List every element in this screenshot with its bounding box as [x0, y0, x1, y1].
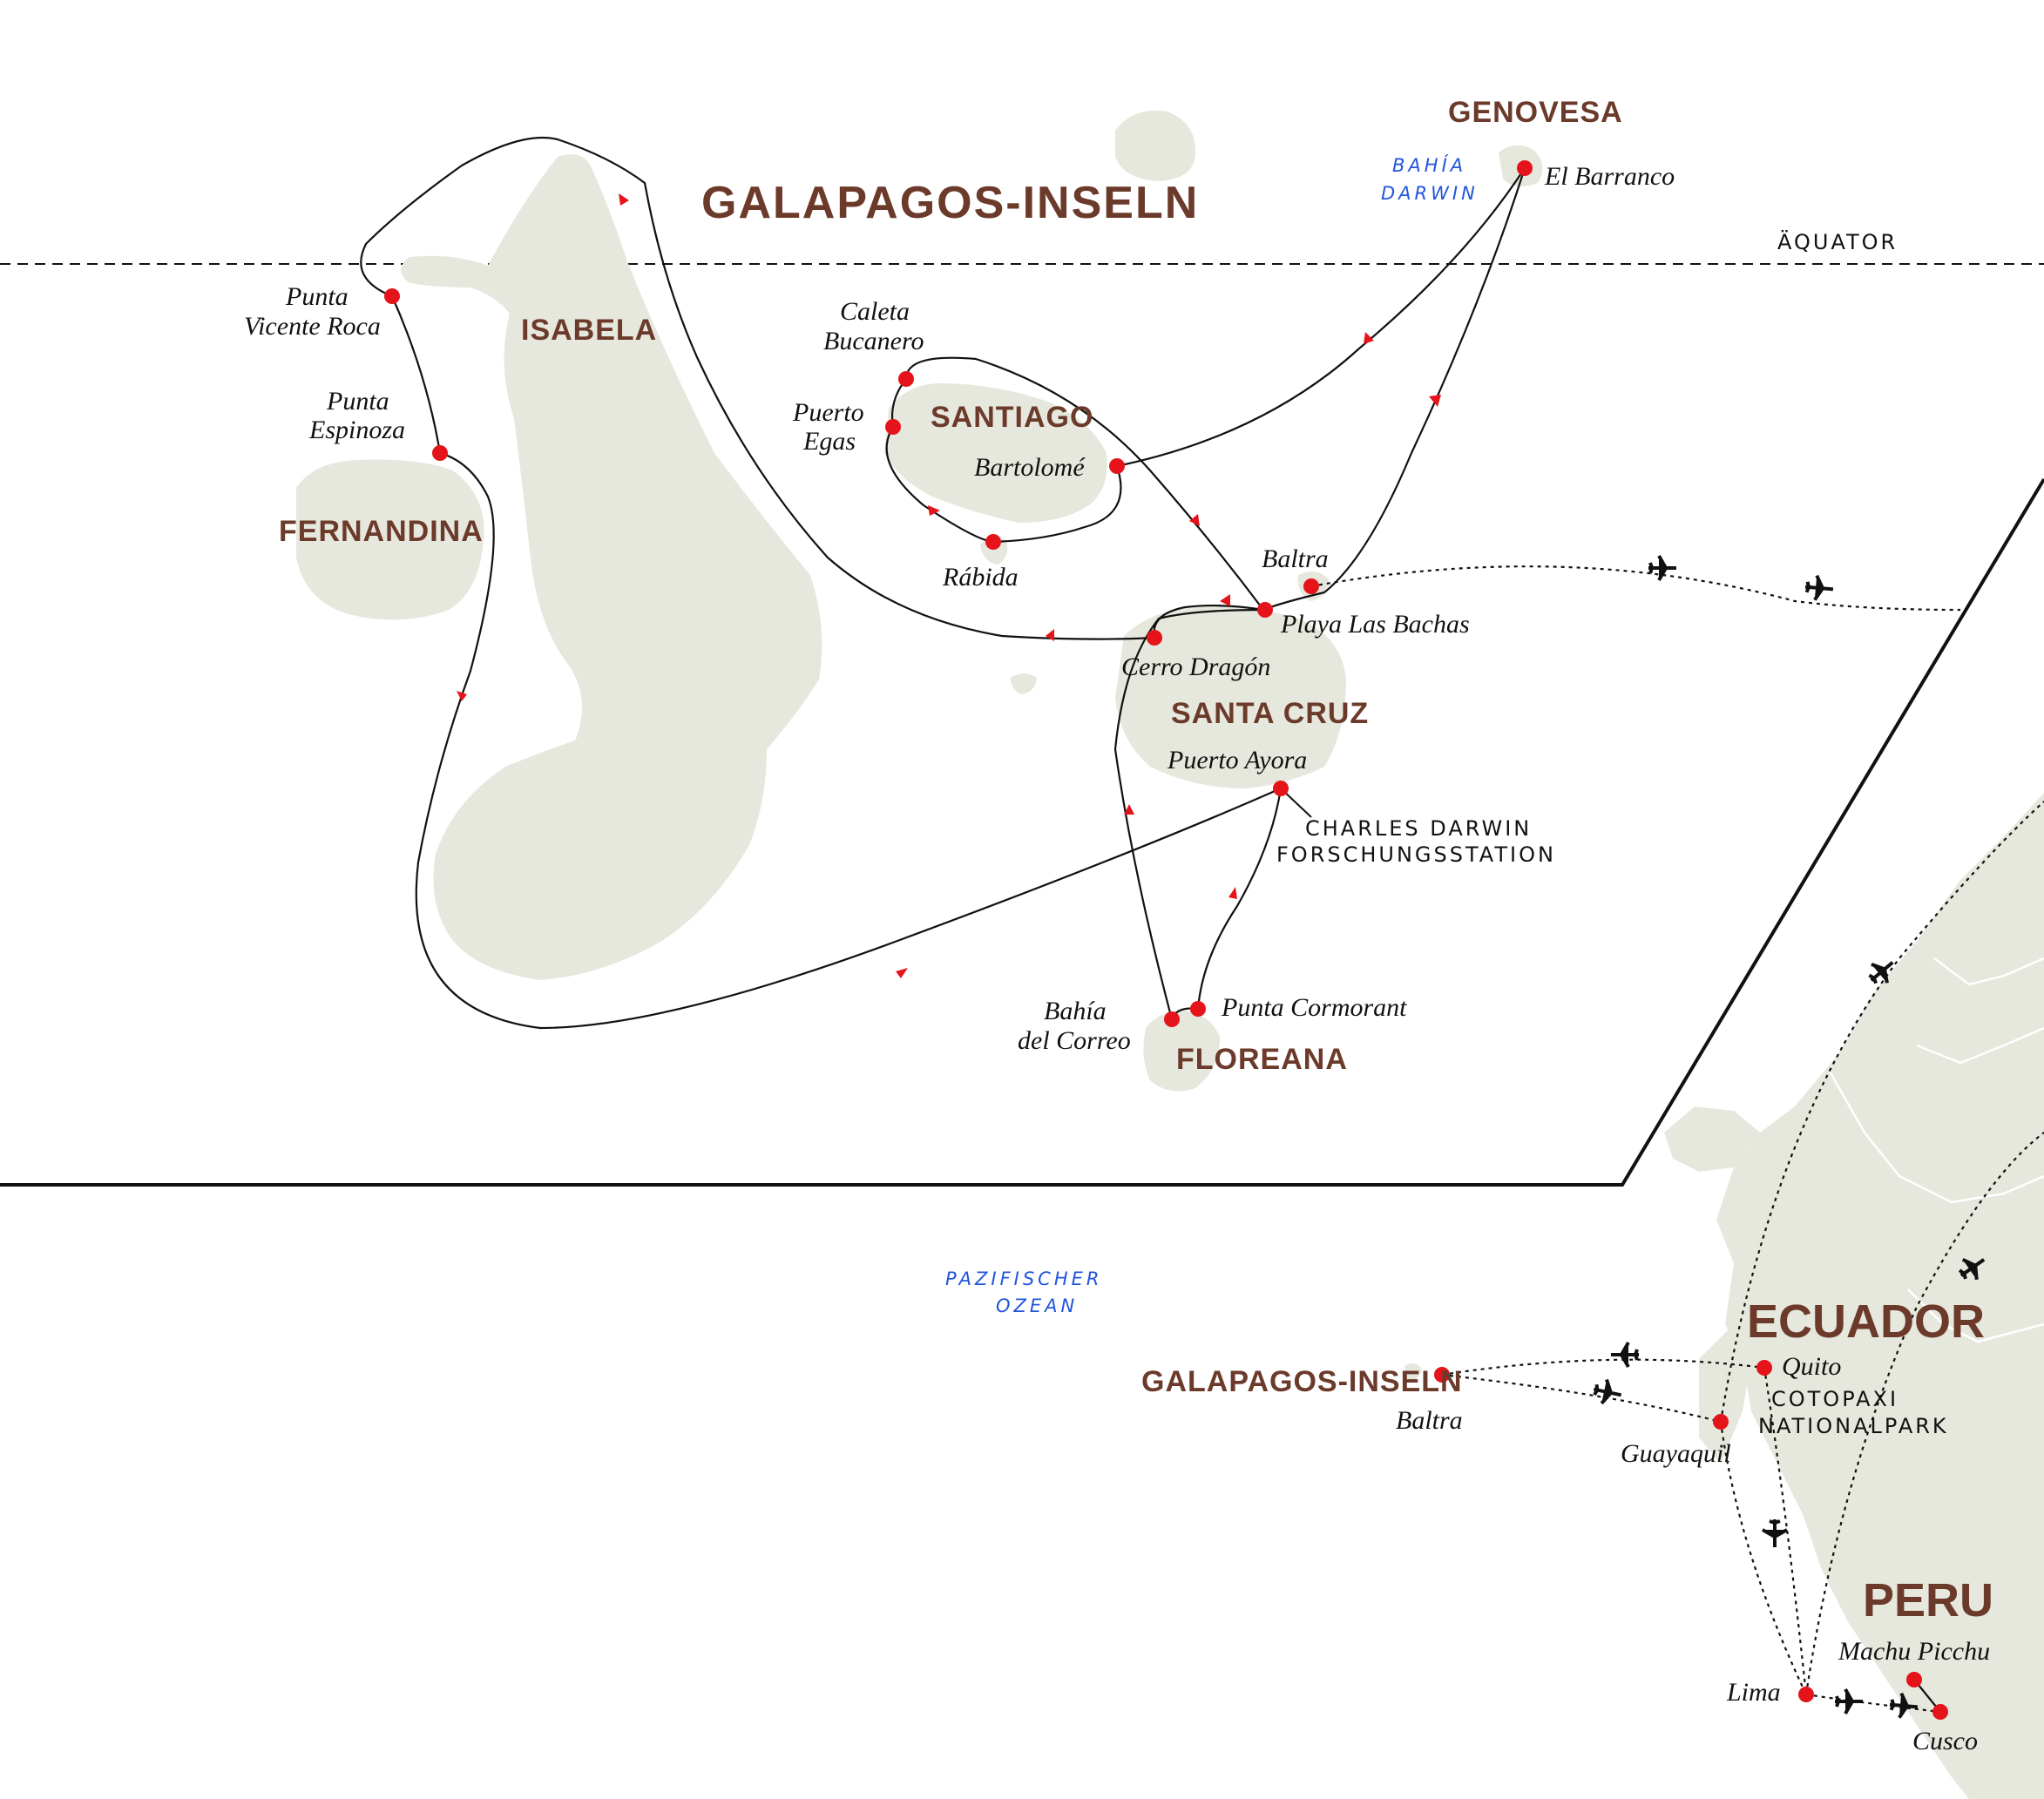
stop-punta-vicente-roca	[384, 288, 400, 304]
stop-quito	[1756, 1360, 1772, 1376]
western-islet	[1011, 673, 1037, 694]
stop-el-barranco	[1517, 160, 1533, 176]
plane-icon	[1611, 1342, 1639, 1368]
stop-machu-picchu	[1906, 1672, 1922, 1687]
label-puerto-ayora: Puerto Ayora	[1167, 746, 1307, 774]
label-research-station-1: CHARLES DARWIN	[1305, 816, 1532, 841]
plane-icon	[1889, 1692, 1919, 1719]
bahia-darwin-line2: DARWIN	[1381, 183, 1479, 204]
isabela-island	[401, 154, 822, 981]
label-caleta-bucanero-1: Caleta	[840, 297, 910, 326]
bahia-darwin-line1: BAHÍA	[1392, 154, 1466, 176]
inset-label-cotopaxi-1: COTOPAXI	[1771, 1387, 1898, 1411]
inset-label-galapagos: GALAPAGOS-INSELN	[1141, 1365, 1463, 1398]
pacific-line2: OZEAN	[996, 1295, 1078, 1316]
inset-label-cusco: Cusco	[1912, 1727, 1978, 1755]
island-label-genovesa: GENOVESA	[1448, 96, 1623, 129]
inset-label-quito: Quito	[1782, 1352, 1841, 1381]
label-punta-vicente-roca-2: Vicente Roca	[244, 312, 381, 341]
route-arrows	[457, 193, 1441, 978]
label-puerto-egas-2: Egas	[802, 427, 856, 456]
label-bahia-del-correo-2: del Correo	[1018, 1026, 1131, 1055]
plane-icon	[1648, 555, 1676, 581]
label-caleta-bucanero-2: Bucanero	[823, 327, 924, 355]
inset-label-machu-picchu: Machu Picchu	[1838, 1637, 1990, 1666]
stop-caleta-bucanero	[898, 371, 914, 387]
stop-inset-baltra	[1434, 1367, 1450, 1383]
stop-cerro-dragon	[1147, 630, 1162, 646]
santiago-island	[884, 383, 1107, 523]
flight-planes	[1593, 555, 1986, 1719]
stop-baltra	[1303, 578, 1319, 594]
inset-label-guayaquil: Guayaquil	[1621, 1439, 1731, 1468]
stop-playa-las-bachas	[1257, 602, 1273, 618]
label-cerro-dragon: Cerro Dragón	[1121, 653, 1270, 681]
stop-puerto-egas	[885, 419, 901, 435]
inset-label-lima: Lima	[1726, 1678, 1781, 1707]
stop-markers	[384, 160, 1948, 1720]
stop-rabida	[985, 534, 1001, 550]
northern-islet	[1115, 110, 1196, 181]
fernandina-island	[296, 459, 484, 620]
island-label-santiago: SANTIAGO	[931, 401, 1093, 434]
plane-icon	[1762, 1519, 1788, 1547]
label-research-station-2: FORSCHUNGSSTATION	[1276, 842, 1556, 867]
plane-icon	[1804, 574, 1834, 601]
label-baltra: Baltra	[1262, 544, 1329, 573]
pacific-line1: PAZIFISCHER	[945, 1268, 1102, 1289]
inset-label-cotopaxi-2: NATIONALPARK	[1758, 1414, 1949, 1438]
label-puerto-egas-1: Puerto	[792, 398, 864, 427]
mainland-land	[1664, 793, 2044, 1799]
label-punta-espinoza-1: Punta	[326, 387, 389, 416]
plane-icon	[1868, 961, 1894, 984]
island-label-santa-cruz: SANTA CRUZ	[1171, 697, 1369, 730]
label-bartolome: Bartolomé	[974, 453, 1086, 482]
label-punta-cormorant: Punta Cormorant	[1221, 993, 1407, 1022]
island-label-floreana: FLOREANA	[1176, 1043, 1348, 1076]
island-label-fernandina: FERNANDINA	[279, 515, 484, 548]
label-punta-espinoza-2: Espinoza	[308, 416, 405, 444]
label-rabida: Rábida	[942, 563, 1019, 592]
label-playa-las-bachas: Playa Las Bachas	[1280, 610, 1470, 639]
equator-label: ÄQUATOR	[1777, 229, 1898, 254]
stop-bartolome	[1109, 458, 1125, 474]
inset-label-baltra: Baltra	[1396, 1406, 1463, 1435]
country-label-ecuador: ECUADOR	[1747, 1295, 1985, 1348]
country-label-peru: PERU	[1863, 1574, 1993, 1627]
stop-punta-cormorant	[1190, 1001, 1206, 1017]
plane-icon	[1958, 1258, 1986, 1280]
plane-icon	[1593, 1378, 1622, 1405]
inset-galapagos	[1404, 1363, 1422, 1381]
stop-bahia-del-correo	[1164, 1011, 1180, 1027]
plane-icon	[1835, 1688, 1863, 1714]
stop-lima	[1798, 1687, 1814, 1702]
stop-puerto-ayora	[1273, 781, 1289, 796]
stop-cusco	[1932, 1704, 1948, 1720]
label-bahia-del-correo-1: Bahía	[1044, 997, 1107, 1025]
flight-routes	[1310, 565, 2044, 1714]
stop-guayaquil	[1713, 1414, 1729, 1430]
santa-cruz-island	[1115, 605, 1346, 788]
label-punta-vicente-roca-1: Punta	[285, 282, 349, 311]
label-el-barranco: El Barranco	[1544, 162, 1675, 191]
floreana-island	[1143, 1011, 1220, 1092]
cruise-route	[360, 136, 1526, 1030]
island-label-isabela: ISABELA	[521, 314, 657, 347]
stop-punta-espinoza	[432, 445, 448, 461]
inset-frame-line	[0, 477, 2044, 1187]
islands	[296, 110, 1543, 1381]
map-title: GALAPAGOS-INSELN	[701, 178, 1199, 228]
